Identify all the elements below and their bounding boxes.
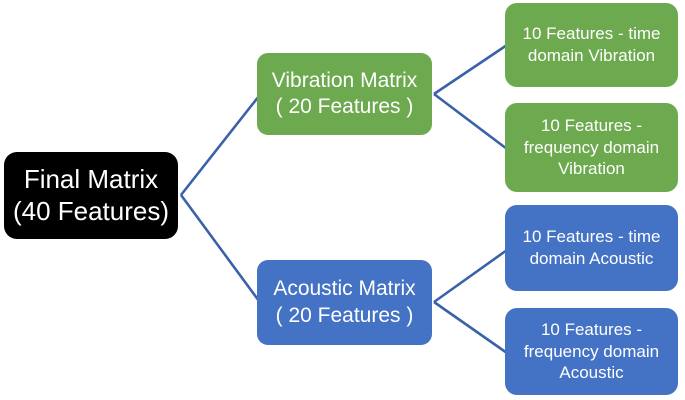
connector-line-root-acoustic [179,194,261,302]
root-node-label-line1: Final Matrix [23,163,159,194]
connector-line-acoustic-leaf2 [433,300,508,355]
root-node-label-line2: (40 Features) [12,195,170,226]
branch-node-label-line2: ( 20 Features ) [275,95,414,118]
leaf-node-label: 10 Features - time domain Vibration [522,24,661,65]
leaf-node-frequency-domain-vibration: 10 Features - frequency domain Vibration [505,103,678,192]
branch-node-label-line1: Acoustic Matrix [273,277,416,301]
leaf-node-time-domain-vibration: 10 Features - time domain Vibration [505,3,678,87]
leaf-node-label: 10 Features - frequency domain Vibration [523,115,660,179]
connector-line-root-vibration [179,95,261,196]
leaf-node-time-domain-acoustic: 10 Features - time domain Acoustic [505,205,678,291]
connector-line-acoustic-leaf1 [433,248,508,304]
branch-node-acoustic-matrix: Acoustic Matrix ( 20 Features ) [257,260,432,345]
connector-line-vibration-leaf2 [433,92,508,151]
branch-node-label-line1: Vibration Matrix [271,68,418,92]
leaf-node-label: 10 Features - frequency domain Acoustic [523,319,660,383]
branch-node-label-line2: ( 20 Features ) [275,303,414,327]
root-node-final-matrix: Final Matrix (40 Features) [4,152,178,239]
connector-line-vibration-leaf1 [433,43,508,96]
leaf-node-label: 10 Features - time domain Acoustic [522,227,661,268]
leaf-node-frequency-domain-acoustic: 10 Features - frequency domain Acoustic [505,308,678,395]
branch-node-vibration-matrix: Vibration Matrix ( 20 Features ) [257,53,432,135]
